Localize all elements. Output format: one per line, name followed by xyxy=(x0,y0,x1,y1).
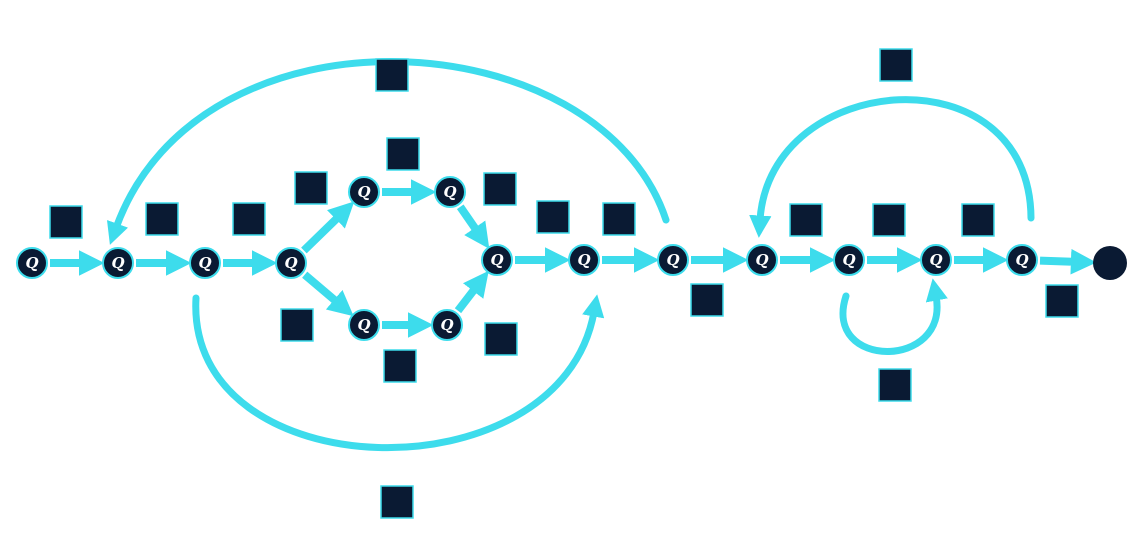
node-label: Q xyxy=(1015,251,1028,269)
q-node-n8: Q xyxy=(431,309,463,341)
node-label: Q xyxy=(929,251,942,269)
square-block-4 xyxy=(483,172,517,206)
square-block-14 xyxy=(879,48,913,82)
square-block-7 xyxy=(232,202,266,236)
node-circle xyxy=(348,176,380,208)
edge-n4-n7 xyxy=(302,271,354,317)
node-label: Q xyxy=(25,254,38,272)
node-label: Q xyxy=(443,183,456,201)
loop-n15-to-n12 xyxy=(749,96,1035,238)
q-node-n5: Q xyxy=(348,176,380,208)
q-node-n11: Q xyxy=(657,244,689,276)
node-circle xyxy=(102,247,134,279)
square-block-5 xyxy=(49,205,83,239)
square-block-18 xyxy=(690,283,724,317)
node-label: Q xyxy=(284,254,297,272)
node-circle xyxy=(16,247,48,279)
boxes-layer xyxy=(49,48,1079,519)
loop-n13-to-n14 xyxy=(839,278,948,355)
square-block-15 xyxy=(789,203,823,237)
square-block-20 xyxy=(878,368,912,402)
square-block-6 xyxy=(145,202,179,236)
edge-n6-n9 xyxy=(456,204,490,249)
node-circle xyxy=(348,309,380,341)
node-label: Q xyxy=(755,251,768,269)
node-circle xyxy=(568,244,600,276)
node-label: Q xyxy=(111,254,124,272)
node-circle xyxy=(746,244,778,276)
q-node-n14: Q xyxy=(920,244,952,276)
q-node-n7: Q xyxy=(348,309,380,341)
q-node-n13: Q xyxy=(833,244,865,276)
square-block-16 xyxy=(872,203,906,237)
square-block-10 xyxy=(280,308,314,342)
q-node-n2: Q xyxy=(102,247,134,279)
square-block-1 xyxy=(375,58,409,92)
edge-n4-n5 xyxy=(301,201,355,254)
node-circle xyxy=(657,244,689,276)
node-label: Q xyxy=(440,316,453,334)
end-node xyxy=(1093,246,1127,280)
node-circle xyxy=(275,247,307,279)
node-label: Q xyxy=(357,316,370,334)
square-block-13 xyxy=(380,485,414,519)
node-label: Q xyxy=(357,183,370,201)
q-node-n1: Q xyxy=(16,247,48,279)
q-node-n9: Q xyxy=(481,244,513,276)
node-label: Q xyxy=(577,251,590,269)
q-node-n15: Q xyxy=(1006,244,1038,276)
nodes-layer: Q Q Q Q Q Q Q Q Q Q Q Q Q Q Q xyxy=(16,176,1127,341)
edge-n8-n9 xyxy=(454,270,489,314)
square-block-2 xyxy=(386,137,420,171)
square-block-9 xyxy=(602,202,636,236)
square-block-19 xyxy=(1045,284,1079,318)
q-node-n6: Q xyxy=(434,176,466,208)
q-node-n3: Q xyxy=(189,247,221,279)
node-circle xyxy=(431,309,463,341)
edge-n15-end xyxy=(1039,248,1097,275)
q-node-n12: Q xyxy=(746,244,778,276)
node-circle xyxy=(189,247,221,279)
node-label: Q xyxy=(490,251,503,269)
node-circle xyxy=(1006,244,1038,276)
node-circle xyxy=(434,176,466,208)
loop-n3-to-n10 xyxy=(192,294,605,451)
node-circle xyxy=(920,244,952,276)
q-node-n4: Q xyxy=(275,247,307,279)
square-block-12 xyxy=(383,349,417,383)
square-block-3 xyxy=(294,171,328,205)
node-circle xyxy=(833,244,865,276)
node-label: Q xyxy=(842,251,855,269)
node-circle xyxy=(481,244,513,276)
square-block-8 xyxy=(536,200,570,234)
q-node-n10: Q xyxy=(568,244,600,276)
node-label: Q xyxy=(666,251,679,269)
square-block-11 xyxy=(484,322,518,356)
square-block-17 xyxy=(961,203,995,237)
filled-circle-icon xyxy=(1093,246,1127,280)
node-label: Q xyxy=(198,254,211,272)
